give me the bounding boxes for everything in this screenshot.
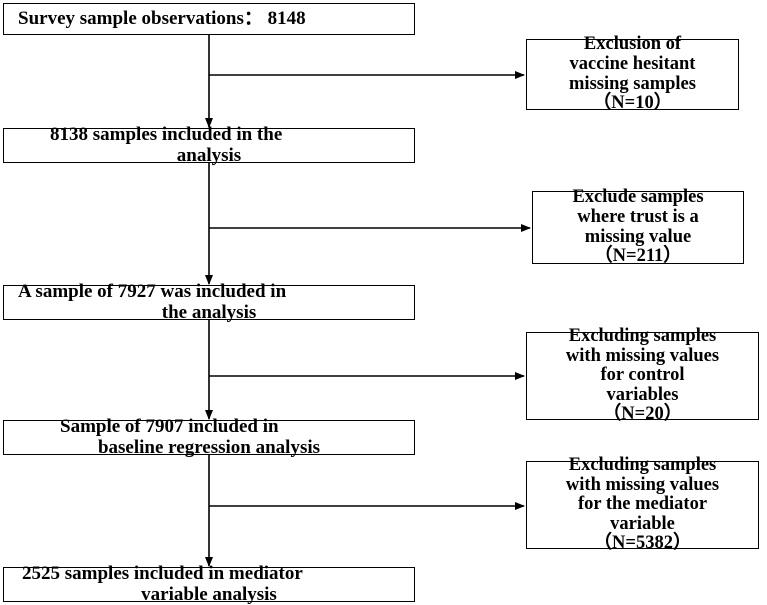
exclusion-box-count: （N=5382） xyxy=(593,533,692,554)
step-box-line: the analysis xyxy=(161,301,257,323)
exclusion-box-line: with missing values xyxy=(565,345,720,366)
exclusion-box-line: Excluding samples xyxy=(568,325,717,346)
exclusion-box-line: missing samples xyxy=(569,73,696,94)
exclusion-box-line: with missing values xyxy=(565,474,720,495)
exclusion-box-control-variables: Excluding samples with missing values fo… xyxy=(526,326,759,424)
exclusion-box-line: vaccine hesitant xyxy=(569,53,696,74)
step-box-trust-included: A sample of 7927 was included in the ana… xyxy=(3,281,415,323)
exclusion-box-trust-missing: Exclude samples where trust is a missing… xyxy=(532,187,744,267)
step-box-line: A sample of 7927 was included in xyxy=(18,281,287,303)
exclusion-box-line: variable xyxy=(610,513,675,534)
exclusion-box-line: Exclusion of xyxy=(583,34,682,55)
step-box-baseline-regression: Sample of 7907 included in baseline regr… xyxy=(3,416,415,458)
step-box-line: Survey sample observations： 8148 xyxy=(18,7,306,29)
step-box-mediator-analysis: 2525 samples included in mediator variab… xyxy=(3,563,415,605)
exclusion-box-line: for control xyxy=(600,365,685,386)
exclusion-box-count: （N=20） xyxy=(602,404,683,425)
step-box-line: 2525 samples included in mediator xyxy=(22,563,303,585)
exclusion-box-line: for the mediator xyxy=(577,494,708,515)
step-box-survey-observations: Survey sample observations： 8148 xyxy=(3,3,415,35)
exclusion-box-line: Excluding samples xyxy=(568,454,717,475)
exclusion-box-vaccine-hesitant: Exclusion of vaccine hesitant missing sa… xyxy=(526,35,739,113)
exclusion-box-line: where trust is a xyxy=(577,206,699,227)
step-box-line: variable analysis xyxy=(141,583,277,605)
step-box-line: Sample of 7907 included in xyxy=(60,416,279,438)
exclusion-box-line: missing value xyxy=(584,226,692,247)
exclusion-box-line: variables xyxy=(606,384,679,405)
exclusion-box-count: （N=211） xyxy=(594,246,682,267)
exclusion-box-count: （N=10） xyxy=(592,93,673,114)
exclusion-box-mediator-variable: Excluding samples with missing values fo… xyxy=(526,455,759,553)
step-box-included-analysis: 8138 samples included in the analysis xyxy=(3,124,415,166)
step-box-line: analysis xyxy=(176,144,242,166)
exclusion-box-line: Exclude samples xyxy=(572,187,704,208)
step-box-line: baseline regression analysis xyxy=(97,436,321,458)
step-box-line: 8138 samples included in the xyxy=(50,124,283,146)
